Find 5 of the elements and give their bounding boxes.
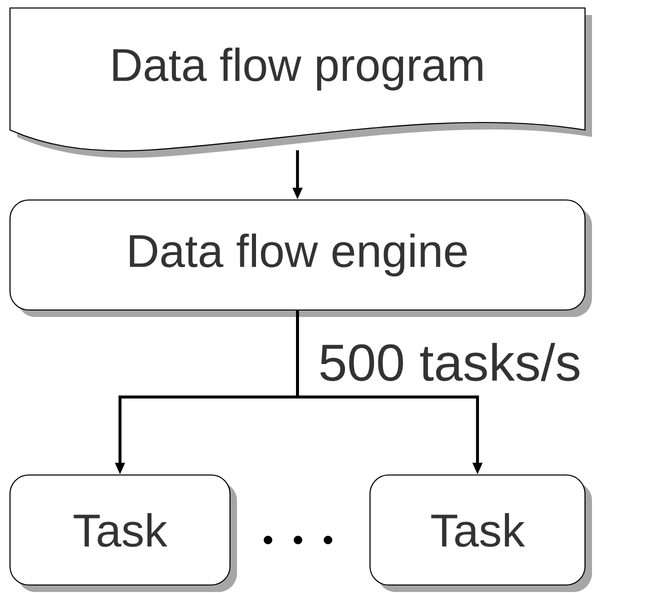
process-box: Task bbox=[9, 474, 237, 592]
process-box: Data flow engine bbox=[9, 199, 592, 317]
document-box: Data flow program bbox=[9, 7, 592, 158]
rate-label: 500 tasks/s bbox=[320, 342, 580, 382]
process-box: Task bbox=[369, 474, 592, 592]
